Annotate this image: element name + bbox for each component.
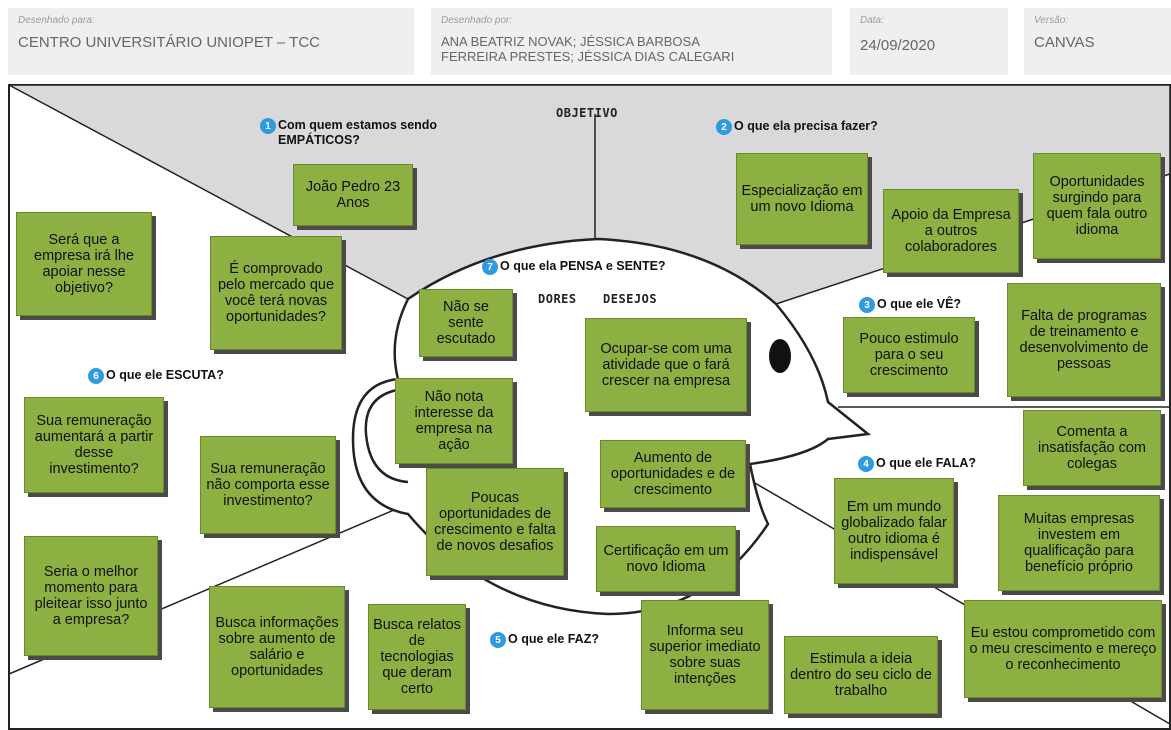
designed-by-line-2: FERREIRA PRESTES; JÉSSICA DIAS CALEGARI	[441, 49, 735, 64]
note-estimula: Estimula a ideia dentro do seu ciclo de …	[784, 636, 938, 714]
note-ocupar: Ocupar-se com uma atividade que o fará c…	[585, 318, 747, 412]
version-value: CANVAS	[1034, 34, 1095, 51]
note-certificacao: Certificação em um novo Idioma	[596, 526, 736, 592]
question-4: 4 O que ele FALA?	[858, 456, 976, 472]
desejos-label: DESEJOS	[603, 292, 658, 306]
objetivo-label: OBJETIVO	[556, 106, 618, 120]
note-pouco-estimulo: Pouco estimulo para o seu crescimento	[843, 317, 975, 393]
note-joao-pedro: João Pedro 23 Anos	[293, 164, 413, 226]
note-informa: Informa seu superior imediato sobre suas…	[641, 600, 769, 710]
note-comenta: Comenta a insatisfação com colegas	[1023, 410, 1161, 486]
header-designed-for: Desenhado para: CENTRO UNIVERSITÁRIO UNI…	[8, 8, 414, 75]
question-1-line-2: EMPÁTICOS?	[278, 133, 360, 147]
note-oportunidades-surgindo: Oportunidades surgindo para quem fala ou…	[1033, 153, 1161, 259]
date-value: 24/09/2020	[860, 37, 936, 54]
header-date: Data: 24/09/2020	[850, 8, 1008, 75]
question-1: 1 Com quem estamos sendo EMPÁTICOS?	[260, 118, 437, 148]
eye	[769, 339, 791, 373]
question-5-badge: 5	[490, 632, 506, 648]
date-label: Data:	[860, 15, 884, 26]
header-designed-by: Desenhado por: ANA BEATRIZ NOVAK; JÉSSIC…	[431, 8, 832, 75]
question-2-text: O que ela precisa fazer?	[734, 119, 878, 133]
note-falta-programas: Falta de programas de treinamento e dese…	[1007, 283, 1161, 397]
question-6-badge: 6	[88, 368, 104, 384]
designed-for-label: Desenhado para:	[18, 15, 95, 26]
question-2: 2 O que ela precisa fazer?	[716, 119, 878, 135]
note-melhor-momento: Seria o melhor momento para pleitear iss…	[24, 536, 158, 656]
note-nao-nota: Não nota interesse da empresa na ação	[395, 378, 513, 464]
ear	[364, 387, 409, 484]
note-nao-escutado: Não se sente escutado	[419, 289, 513, 357]
question-6: 6 O que ele ESCUTA?	[88, 368, 224, 384]
header-version: Versão: CANVAS	[1024, 8, 1171, 75]
question-3-badge: 3	[859, 297, 875, 313]
question-4-badge: 4	[858, 456, 874, 472]
question-7-badge: 7	[482, 259, 498, 275]
note-especializacao: Especialização em um novo Idioma	[736, 153, 868, 245]
note-busca-relatos: Busca relatos de tecnologias que deram c…	[368, 604, 466, 710]
question-1-line-1: Com quem estamos sendo	[278, 118, 438, 132]
question-1-badge: 1	[260, 118, 276, 134]
question-3: 3 O que ele VÊ?	[859, 297, 961, 313]
note-comprometido: Eu estou comprometido com o meu crescime…	[964, 600, 1162, 698]
version-label: Versão:	[1034, 15, 1069, 26]
note-aumento-oportunidades: Aumento de oportunidades e de cresciment…	[600, 440, 746, 508]
note-sera-que: Será que a empresa irá lhe apoiar nesse …	[16, 212, 152, 316]
designed-by-value: ANA BEATRIZ NOVAK; JÉSSICA BARBOSA FERRE…	[441, 34, 734, 64]
question-2-badge: 2	[716, 119, 732, 135]
question-6-text: O que ele ESCUTA?	[106, 368, 224, 382]
question-7-text: O que ela PENSA e SENTE?	[500, 259, 666, 273]
dores-label: DORES	[538, 292, 577, 306]
note-comprovado: É comprovado pelo mercado que você terá …	[210, 236, 342, 350]
note-muitas-empresas: Muitas empresas investem em qualificação…	[998, 495, 1160, 591]
question-3-text: O que ele VÊ?	[877, 297, 962, 311]
question-4-text: O que ele FALA?	[876, 456, 977, 470]
designed-by-label: Desenhado por:	[441, 15, 513, 26]
note-busca-informacoes: Busca informações sobre aumento de salár…	[209, 586, 345, 708]
question-5-text: O que ele FAZ?	[508, 632, 599, 646]
note-remuneracao-aumentara: Sua remuneração aumentará a partir desse…	[24, 397, 164, 493]
note-remuneracao-nao: Sua remuneração não comporta esse invest…	[200, 436, 336, 534]
note-apoio: Apoio da Empresa a outros colaboradores	[883, 189, 1019, 273]
question-5: 5 O que ele FAZ?	[490, 632, 599, 648]
note-poucas: Poucas oportunidades de crescimento e fa…	[426, 468, 564, 576]
designed-by-line-1: ANA BEATRIZ NOVAK; JÉSSICA BARBOSA	[441, 34, 700, 49]
designed-for-value: CENTRO UNIVERSITÁRIO UNIOPET – TCC	[18, 34, 320, 51]
note-globalizado: Em um mundo globalizado falar outro idio…	[834, 478, 954, 584]
question-7: 7 O que ela PENSA e SENTE?	[482, 259, 666, 275]
